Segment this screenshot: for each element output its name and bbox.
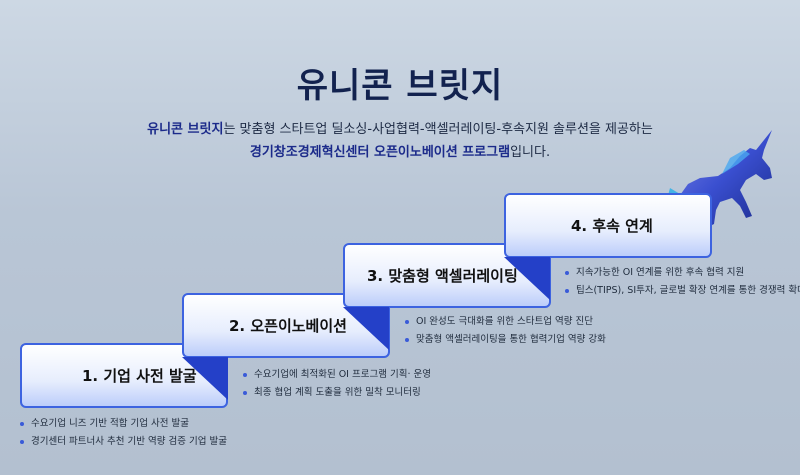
bullet-item: 최종 협업 계획 도출을 위한 밀착 모니터링	[243, 384, 431, 402]
step-4-label: 4. 후속 연계	[571, 217, 653, 235]
step-2-bullets: 수요기업에 최적화된 OI 프로그램 기획· 운영 최종 협업 계획 도출을 위…	[243, 366, 431, 402]
bullet-item: 지속가능한 OI 연계를 위한 후속 협력 지원	[565, 264, 800, 282]
step-1-fold	[182, 357, 228, 400]
step-2-fold	[343, 307, 389, 350]
description-text: 입니다.	[510, 145, 551, 160]
bullet-item: 수요기업 니즈 기반 적합 기업 사전 발굴	[20, 415, 227, 433]
step-4-card: 4. 후속 연계	[504, 193, 712, 258]
step-3-label: 3. 맞춤형 액셀러레이팅	[367, 267, 518, 285]
brand-name: 유니콘 브릿지	[147, 122, 224, 137]
description-line-2: 경기창조경제혁신센터 오픈이노베이션 프로그램입니다.	[0, 141, 800, 160]
description-line-1: 유니콘 브릿지는 맞춤형 스타트업 딜소싱-사업협력-액셀러레이팅-후속지원 솔…	[0, 118, 800, 137]
step-1-label: 1. 기업 사전 발굴	[82, 367, 197, 385]
bullet-item: 수요기업에 최적화된 OI 프로그램 기획· 운영	[243, 366, 431, 384]
bullet-item: 맞춤형 액셀러레이팅을 통한 협력기업 역량 강화	[405, 331, 606, 349]
description-text: 는 맞춤형 스타트업 딜소싱-사업협력-액셀러레이팅-후속지원 솔루션을 제공하…	[223, 122, 653, 137]
step-4-bullets: 지속가능한 OI 연계를 위한 후속 협력 지원 팁스(TIPS), SI투자,…	[565, 264, 800, 300]
bullet-item: OI 완성도 극대화를 위한 스타트업 역량 진단	[405, 313, 606, 331]
step-3-bullets: OI 완성도 극대화를 위한 스타트업 역량 진단 맞춤형 액셀러레이팅을 통한…	[405, 313, 606, 349]
program-name: 경기창조경제혁신센터 오픈이노베이션 프로그램	[249, 145, 511, 160]
bullet-item: 팁스(TIPS), SI투자, 글로벌 확장 연계를 통한 경쟁력 확대	[565, 282, 800, 300]
step-1-bullets: 수요기업 니즈 기반 적합 기업 사전 발굴 경기센터 파트너사 추천 기반 역…	[20, 415, 227, 451]
step-2-label: 2. 오픈이노베이션	[229, 317, 347, 335]
bullet-item: 경기센터 파트너사 추천 기반 역량 검증 기업 발굴	[20, 433, 227, 451]
page-title: 유니콘 브릿지	[296, 66, 504, 106]
step-3-fold	[504, 257, 550, 300]
